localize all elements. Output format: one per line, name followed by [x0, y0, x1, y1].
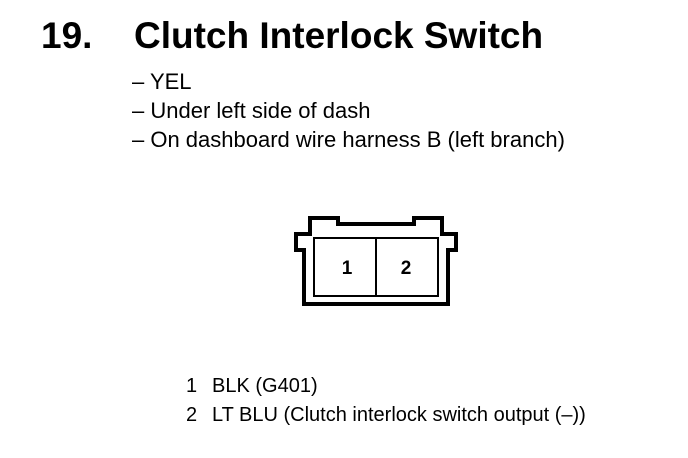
- pin-number: 1: [186, 375, 198, 397]
- component-location: – Under left side of dash: [132, 98, 371, 123]
- component-details-list: – YEL – Under left side of dash – On das…: [132, 67, 565, 154]
- pin-description: BLK (G401): [212, 375, 318, 397]
- connector-color: – YEL: [132, 69, 192, 94]
- connector-housing: [294, 216, 458, 306]
- pin-row: 2 LT BLU (Clutch interlock switch output …: [186, 401, 586, 430]
- component-number: 19.: [41, 15, 93, 56]
- cavity-label-2: 2: [401, 258, 412, 279]
- pin-description: LT BLU (Clutch interlock switch output (…: [212, 404, 586, 426]
- component-title: Clutch Interlock Switch: [134, 15, 544, 56]
- pin-row: 1 BLK (G401): [186, 372, 586, 401]
- pin-number: 2: [186, 404, 198, 426]
- harness-location: – On dashboard wire harness B (left bran…: [132, 127, 565, 152]
- component-heading: 19. Clutch Interlock Switch: [0, 12, 688, 62]
- connector-cavity-outline: [313, 237, 439, 297]
- cavity-label-1: 1: [342, 258, 353, 279]
- pin-list: 1 BLK (G401) 2 LT BLU (Clutch interlock sw…: [186, 372, 586, 430]
- connector-diagram: 1 2: [294, 216, 458, 306]
